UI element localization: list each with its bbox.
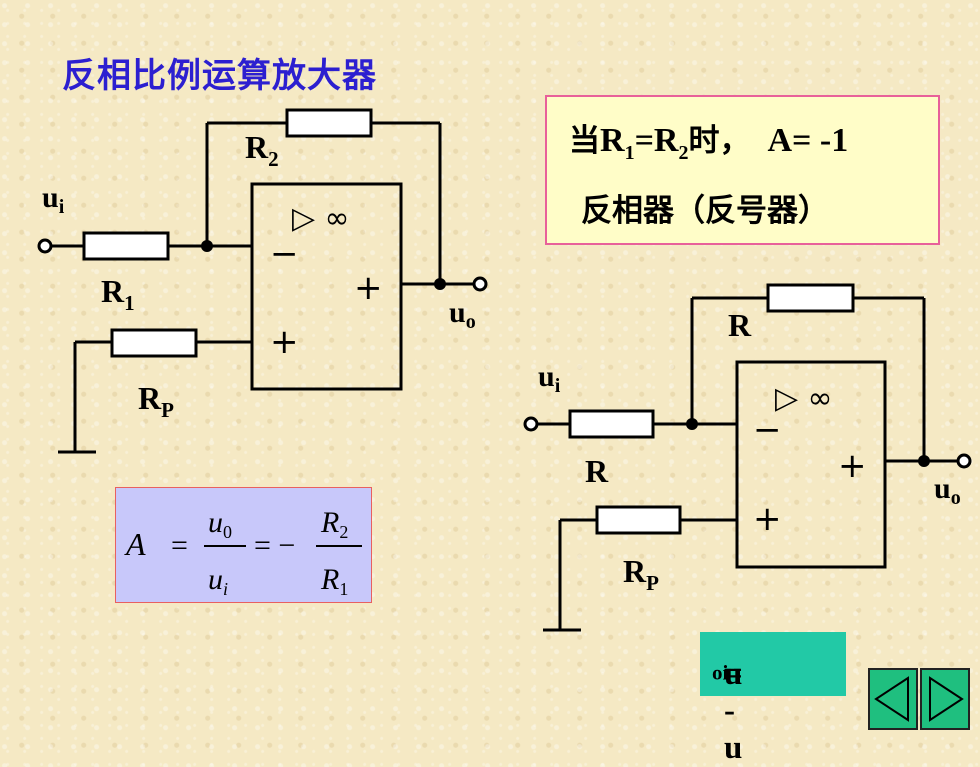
left-opamp-symbol: ▷ ∞ [292,201,350,236]
resistor-r2 [285,108,373,138]
condition-line: 当R1=R2时， A= -1 [569,122,849,164]
left-r2-label: R2 [245,129,279,171]
left-plus-in: + [270,322,299,362]
opamp-left [250,182,403,391]
svg-text:ui: ui [208,563,228,599]
resistor-rp-right [595,505,682,535]
left-input-label: ui [42,181,65,218]
gain-formula-box: A = u0 ui = − R2 R1 [115,487,372,603]
right-plus-in: + [753,499,782,539]
triangle-right-icon [929,676,964,722]
svg-text:R1: R1 [320,563,348,599]
svg-text:= −: = − [254,529,295,562]
right-rp-label: RP [623,553,659,595]
inverter-label: 反相器（反号器） [581,193,829,229]
left-output-label: uo [449,296,476,333]
right-input-label: ui [538,360,561,397]
right-opamp-symbol: ▷ ∞ [775,381,833,416]
opamp-right [735,360,887,569]
left-rp-label: RP [138,380,174,422]
resistor-r-fb [766,283,855,313]
left-r1-label: R1 [101,273,135,315]
svg-text:u0: u0 [208,506,232,542]
resistor-rp-left [110,328,198,358]
right-output-label: uo [934,472,961,509]
gain-formula: A = u0 ui = − R2 R1 [124,506,362,599]
svg-text:R2: R2 [320,506,348,542]
svg-text:A: A [124,526,146,562]
circuit-diagram: ui R2 R1 RP uo ▷ ∞ − + + ui R R RP uo ▷ … [37,108,972,632]
prev-slide-button[interactable] [868,668,918,730]
resistor-r-in [568,409,655,439]
left-minus-sign: − [270,234,299,274]
left-plus-out: + [354,268,383,308]
right-minus-sign: − [753,410,782,450]
page-title: 反相比例运算放大器 [62,56,377,96]
right-plus-out: + [838,446,867,486]
right-rin-label: R [585,453,609,489]
right-rfb-label: R [728,307,752,343]
resistor-r1 [82,231,170,261]
next-slide-button[interactable] [920,668,970,730]
svg-text:=: = [171,529,188,562]
condition-box: 当R1=R2时， A= -1 反相器（反号器） [545,95,940,245]
triangle-left-icon [874,676,909,722]
